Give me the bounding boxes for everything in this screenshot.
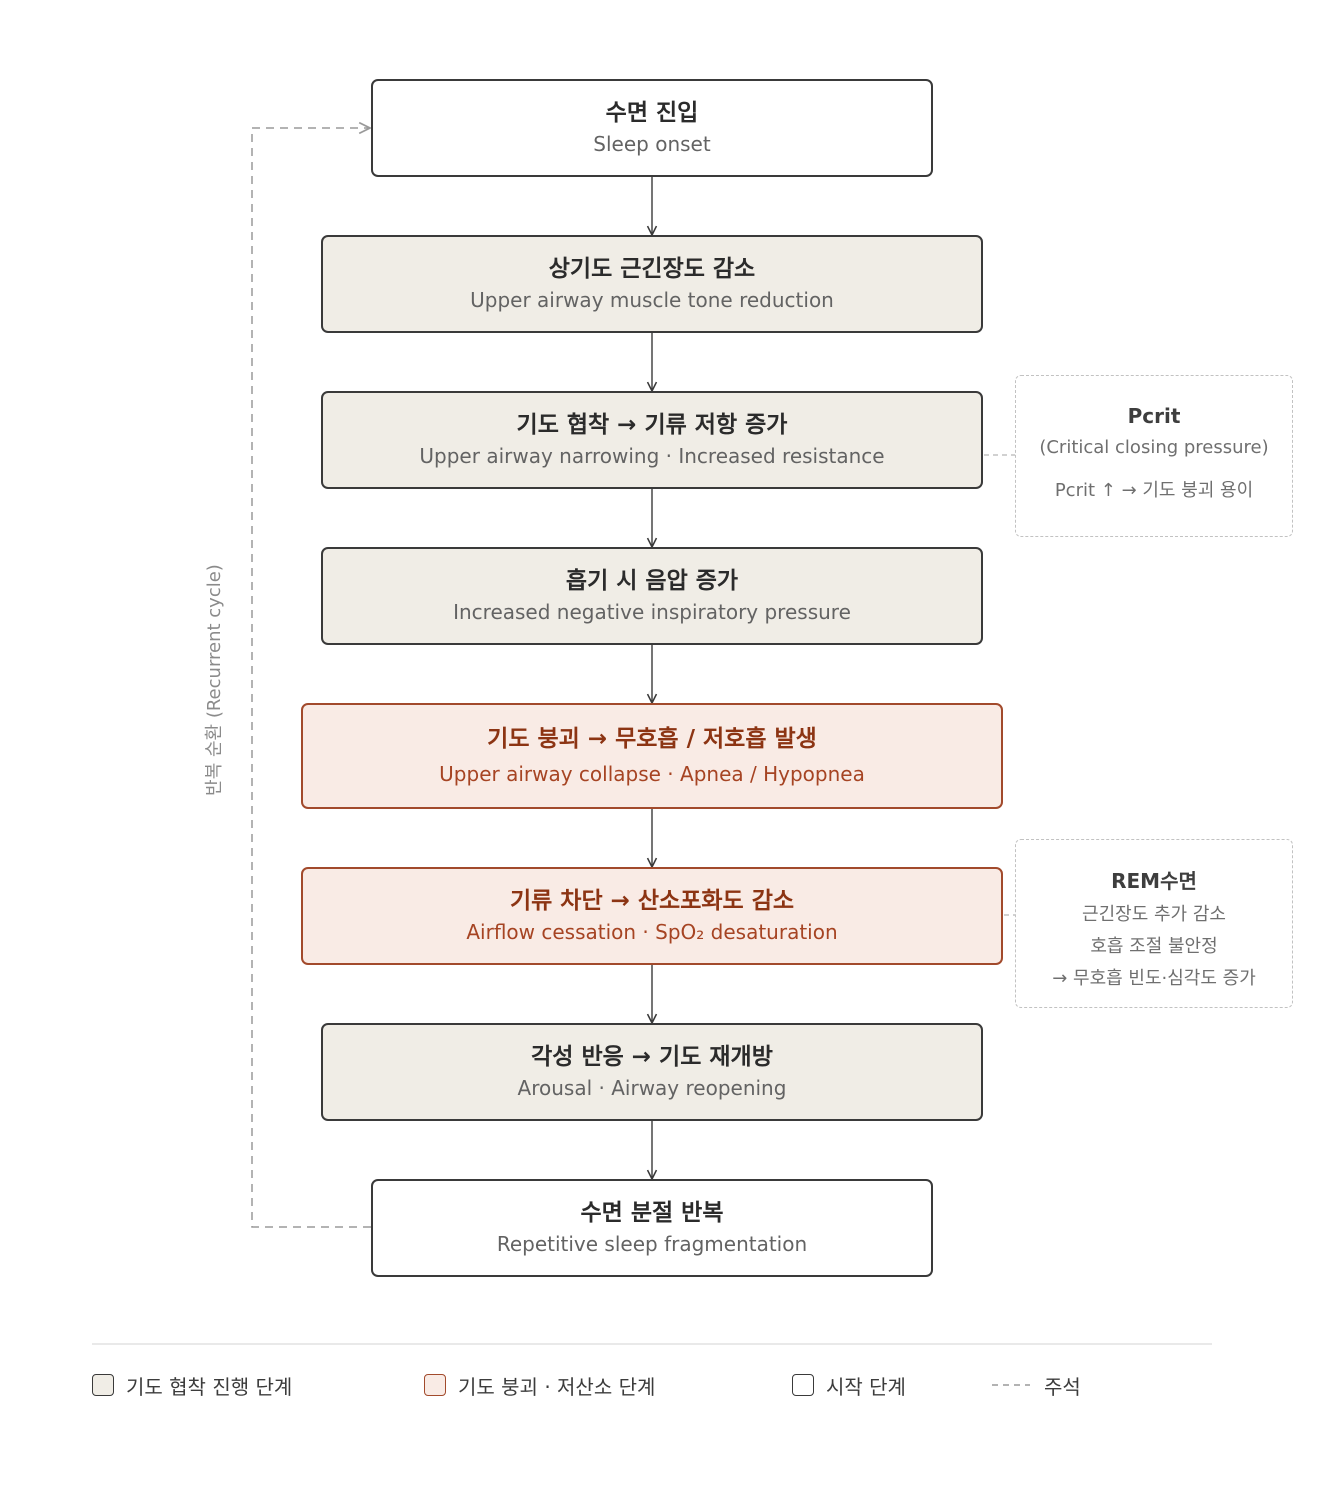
step-sleep-fragmentation: 수면 분절 반복 Repetitive sleep fragmentation <box>371 1179 933 1277</box>
step-title: 기도 붕괴 → 무호흡 / 저호흡 발생 <box>487 726 817 752</box>
step-subtitle: Arousal · Airway reopening <box>517 1076 787 1100</box>
step-desaturation: 기류 차단 → 산소포화도 감소 Airflow cessation · SpO… <box>301 867 1003 965</box>
rem-note-line: → 무호흡 빈도·심각도 증가 <box>1052 968 1256 989</box>
step-arousal: 각성 반응 → 기도 재개방 Arousal · Airway reopenin… <box>321 1023 983 1121</box>
step-airway-collapse: 기도 붕괴 → 무호흡 / 저호흡 발생 Upper airway collap… <box>301 703 1003 809</box>
step-title: 상기도 근긴장도 감소 <box>548 256 756 282</box>
step-sleep-onset: 수면 진입 Sleep onset <box>371 79 933 177</box>
legend-label: 시작 단계 <box>826 1374 906 1399</box>
step-title: 수면 진입 <box>605 100 699 126</box>
pcrit-note-title: Pcrit <box>1127 404 1181 428</box>
step-subtitle: Airflow cessation · SpO₂ desaturation <box>466 920 838 944</box>
legend-item-annotation: 주석 <box>1044 1370 1081 1400</box>
rem-note-line: 근긴장도 추가 감소 <box>1082 904 1226 925</box>
step-title: 기류 차단 → 산소포화도 감소 <box>509 888 795 914</box>
step-title: 수면 분절 반복 <box>580 1200 724 1226</box>
step-subtitle: Increased negative inspiratory pressure <box>453 600 851 624</box>
step-subtitle: Repetitive sleep fragmentation <box>496 1232 808 1256</box>
legend-swatch-white <box>792 1374 814 1396</box>
legend-item-collapse: 기도 붕괴 · 저산소 단계 <box>424 1370 655 1400</box>
step-airway-narrowing: 기도 협착 → 기류 저항 증가 Upper airway narrowing … <box>321 391 983 489</box>
legend-swatch-gray <box>92 1374 114 1396</box>
step-title: 각성 반응 → 기도 재개방 <box>531 1044 773 1070</box>
pcrit-note: Pcrit (Critical closing pressure) Pcrit … <box>1015 375 1293 537</box>
rem-note: REM수면 근긴장도 추가 감소 호흡 조절 불안정 → 무호흡 빈도·심각도 … <box>1015 839 1293 1008</box>
step-negative-pressure: 흡기 시 음압 증가 Increased negative inspirator… <box>321 547 983 645</box>
step-title: 흡기 시 음압 증가 <box>565 568 739 594</box>
step-subtitle: Upper airway narrowing · Increased resis… <box>419 444 885 468</box>
step-muscle-tone-reduction: 상기도 근긴장도 감소 Upper airway muscle tone red… <box>321 235 983 333</box>
pcrit-note-subtitle: (Critical closing pressure) <box>1039 437 1269 458</box>
step-subtitle: Sleep onset <box>593 132 711 156</box>
step-subtitle: Upper airway muscle tone reduction <box>470 288 834 312</box>
recurrent-cycle-line <box>251 128 371 1228</box>
legend-label: 주석 <box>1044 1374 1081 1399</box>
pcrit-note-line: Pcrit ↑ → 기도 붕괴 용이 <box>1054 480 1254 501</box>
step-subtitle: Upper airway collapse · Apnea / Hypopnea <box>439 762 865 786</box>
legend-label: 기도 협착 진행 단계 <box>126 1374 293 1399</box>
legend-swatch-red <box>424 1374 446 1396</box>
legend-label: 기도 붕괴 · 저산소 단계 <box>458 1374 656 1399</box>
rem-note-line: 호흡 조절 불안정 <box>1090 936 1218 957</box>
rem-note-title: REM수면 <box>1111 869 1197 893</box>
recurrent-cycle-label: 반복 순환 (Recurrent cycle) <box>204 564 225 796</box>
legend-item-start: 시작 단계 <box>792 1370 906 1400</box>
step-title: 기도 협착 → 기류 저항 증가 <box>516 412 788 438</box>
legend-item-narrowing: 기도 협착 진행 단계 <box>92 1370 292 1400</box>
